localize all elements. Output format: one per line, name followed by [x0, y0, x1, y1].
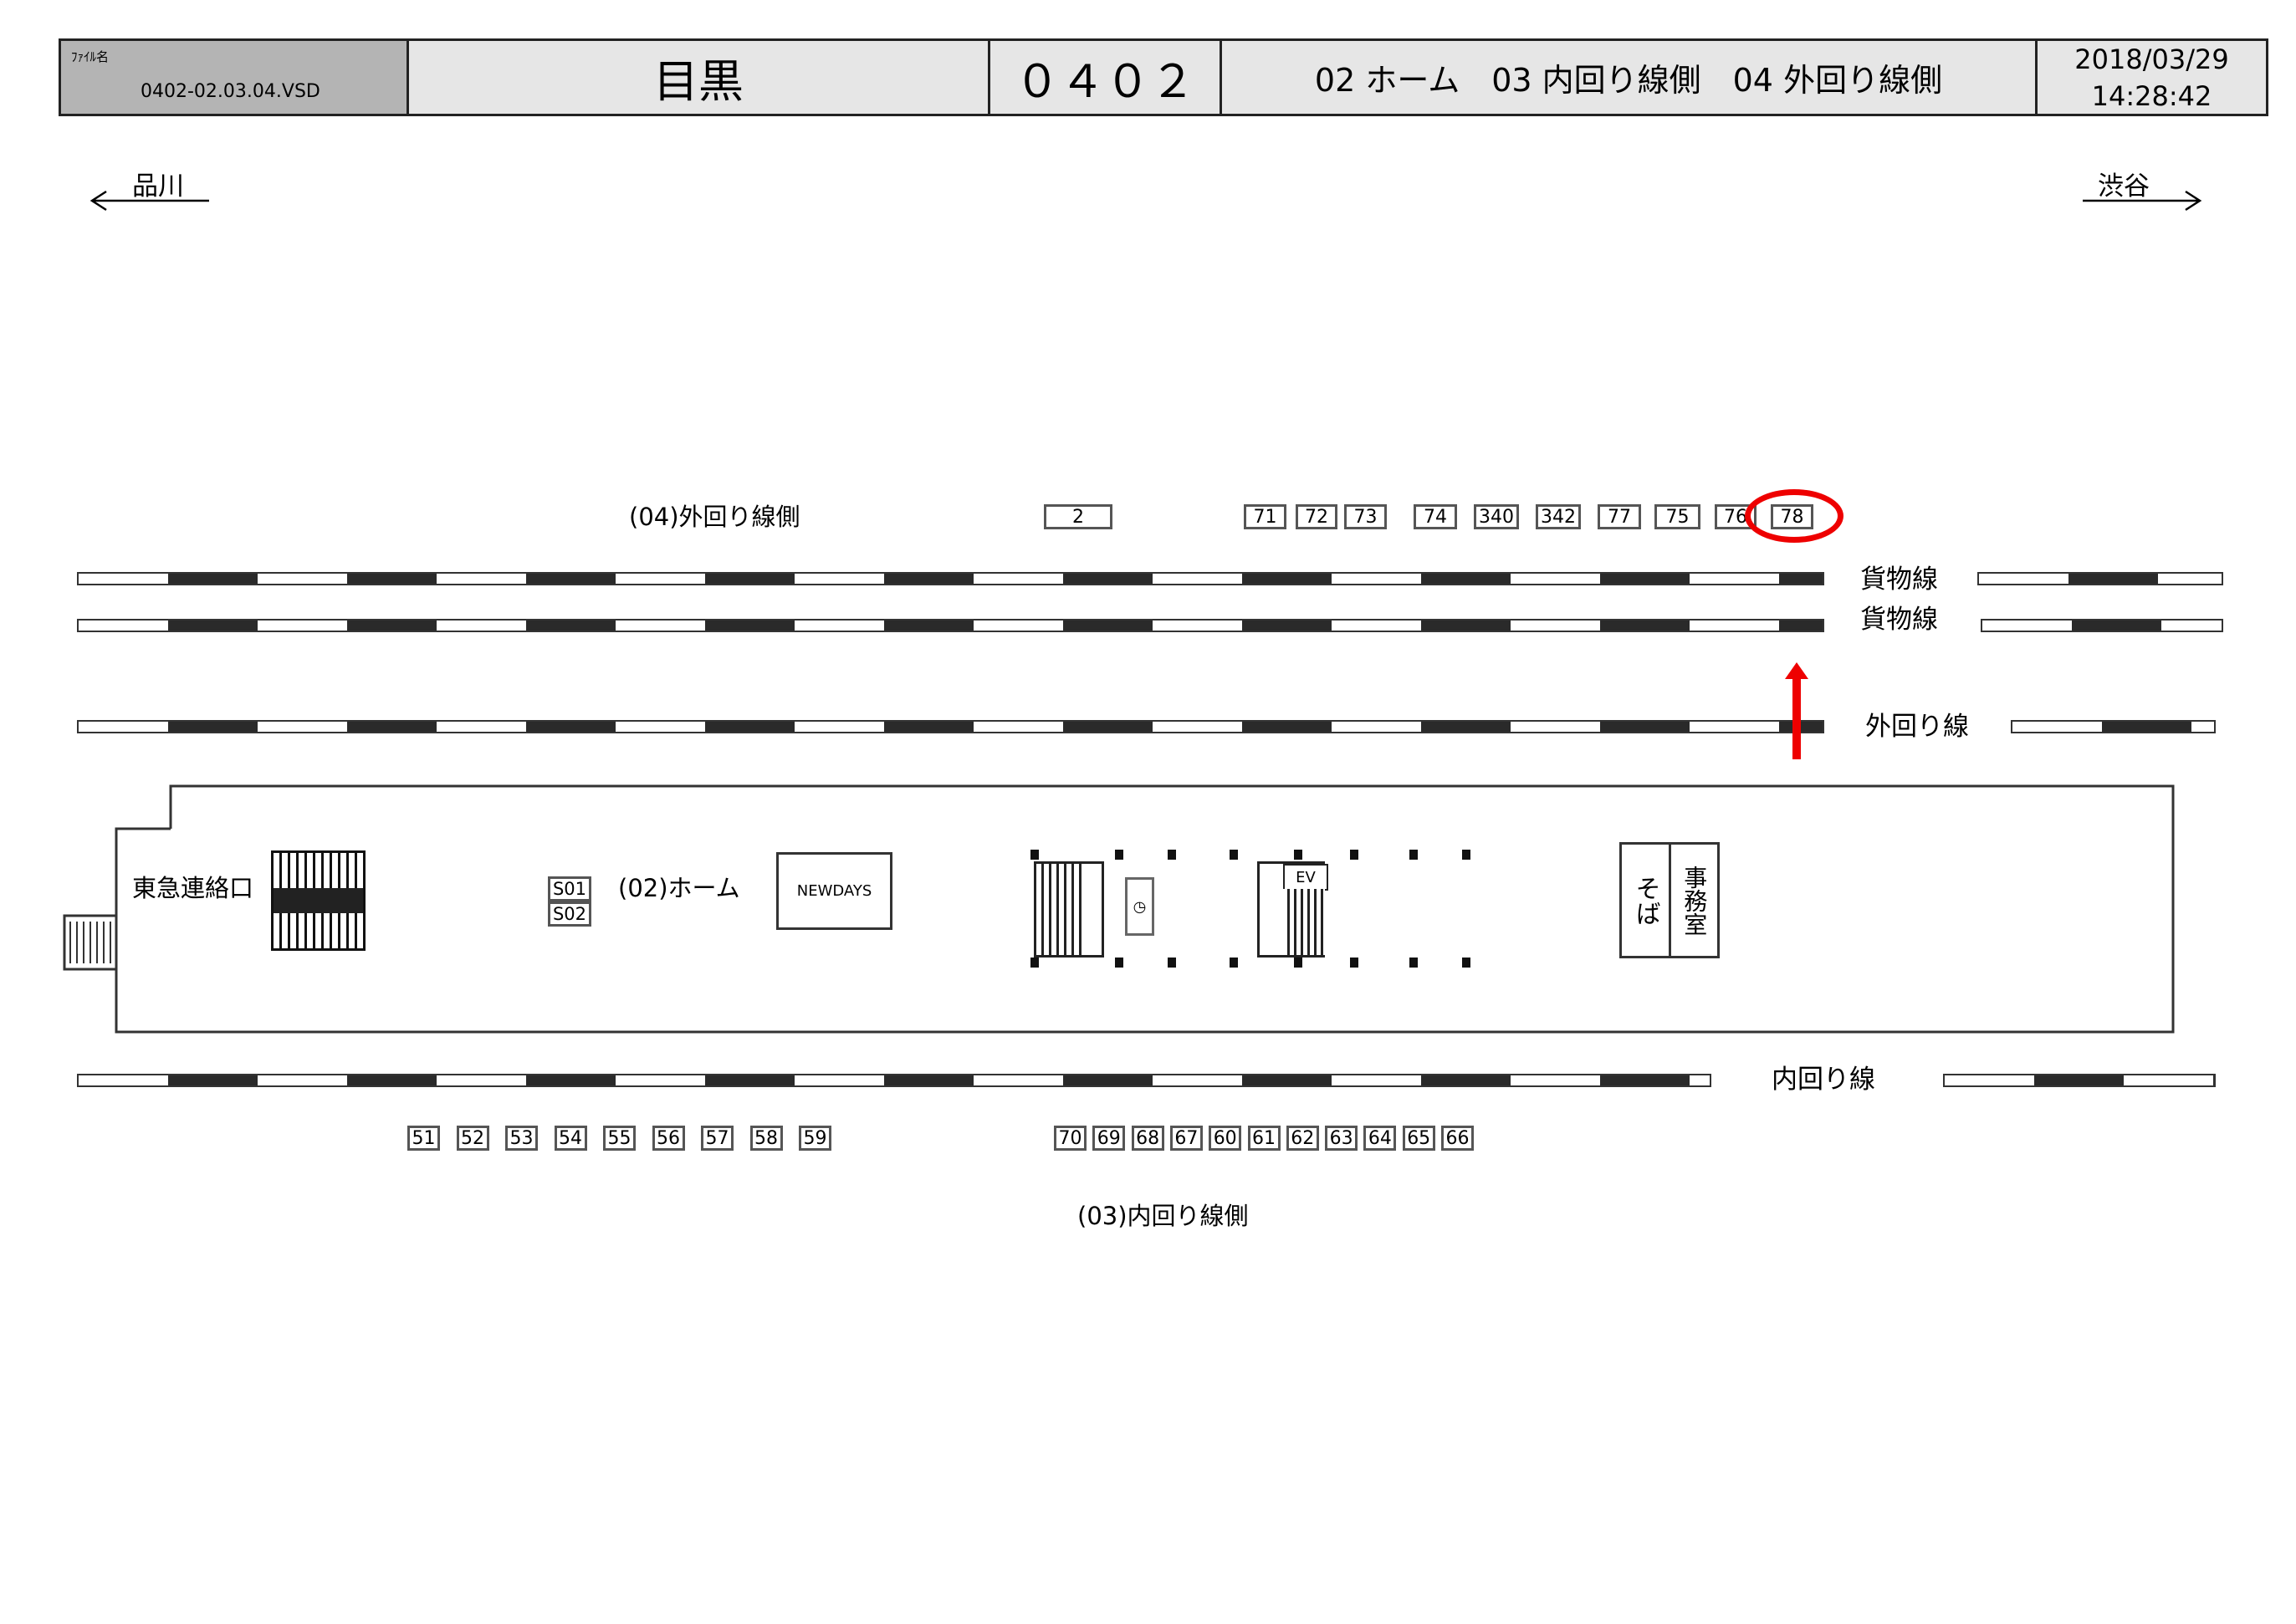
- arrow-right-icon: [2083, 190, 2202, 212]
- pillar-icon: [1294, 958, 1302, 968]
- lines-title: 02 ホーム 03 内回り線側 04 外回り線側: [1314, 62, 1943, 99]
- position-box: 66: [1441, 1126, 1474, 1151]
- s02-label: S02: [548, 901, 591, 927]
- arrow-left-icon: [89, 190, 209, 212]
- elevator-stairs-icon: [1283, 889, 1325, 955]
- pillar-icon: [1462, 850, 1470, 860]
- station-code: ０４０２: [1015, 55, 1195, 108]
- position-box: 64: [1363, 1126, 1397, 1151]
- position-box: 57: [701, 1126, 734, 1151]
- inner-track-right: [1943, 1074, 2216, 1087]
- pillar-icon: [1115, 850, 1123, 860]
- pillar-icon: [1168, 850, 1176, 860]
- position-box: 74: [1414, 504, 1457, 529]
- pillar-icon: [1350, 958, 1358, 968]
- date: 2018/03/29: [2074, 43, 2229, 75]
- datetime-cell: 2018/03/29 14:28:42: [2038, 38, 2268, 116]
- position-box: 53: [505, 1126, 538, 1151]
- pillar-icon: [1462, 958, 1470, 968]
- outer-track: [77, 720, 1824, 733]
- pillar-icon: [1294, 850, 1302, 860]
- freight-track-2: [77, 619, 1824, 632]
- freight-track-1-right: [1977, 572, 2223, 585]
- ev-label: EV: [1283, 864, 1328, 891]
- time: 14:28:42: [2091, 79, 2212, 112]
- station-cell: 目黒: [409, 38, 990, 116]
- position-box: 52: [456, 1126, 489, 1151]
- pillar-icon: [1350, 850, 1358, 860]
- newdays-label: NEWDAYS: [796, 882, 872, 900]
- position-box: 77: [1598, 504, 1641, 529]
- lines-cell: 02 ホーム 03 内回り線側 04 外回り線側: [1222, 38, 2038, 116]
- pillar-icon: [1115, 958, 1123, 968]
- code-cell: ０４０２: [990, 38, 1222, 116]
- pillar-icon: [1409, 958, 1418, 968]
- signal-box: S01 S02: [548, 868, 591, 937]
- freight-track-2-right: [1981, 619, 2223, 632]
- pillar-icon: [1230, 958, 1238, 968]
- file-name-cell: ﾌｧｲﾙ名 0402-02.03.04.VSD: [59, 38, 409, 116]
- highlight-circle: [1745, 489, 1843, 543]
- pillar-icon: [1030, 958, 1039, 968]
- freight-label-1: 貨物線: [1860, 564, 1938, 595]
- freight-track-1: [77, 572, 1824, 585]
- position-box: 68: [1131, 1126, 1164, 1151]
- position-box: 65: [1402, 1126, 1435, 1151]
- outer-track-right: [2011, 720, 2216, 733]
- position-box: 51: [407, 1126, 440, 1151]
- soba-office-block: そば 事務室: [1619, 842, 1720, 958]
- file-name: 0402-02.03.04.VSD: [141, 81, 320, 102]
- pillar-icon: [1030, 850, 1039, 860]
- direction-left-label: 品川: [132, 171, 184, 202]
- red-arrow-icon: [1785, 662, 1808, 759]
- position-box: 70: [1054, 1126, 1087, 1151]
- outer-side-label: (04)外回り線側: [629, 503, 800, 531]
- position-box: 62: [1286, 1126, 1319, 1151]
- newdays-shop: NEWDAYS: [776, 852, 892, 930]
- position-box: 60: [1209, 1126, 1242, 1151]
- tokyu-connection-label: 東急連絡口: [132, 874, 254, 902]
- pillar-icon: [1409, 850, 1418, 860]
- inner-track: [77, 1074, 1711, 1087]
- clock-icon: ◷: [1125, 877, 1154, 936]
- position-box: 67: [1169, 1126, 1203, 1151]
- inner-side-label: (03)内回り線側: [1077, 1202, 1249, 1230]
- position-box: 2: [1044, 504, 1112, 529]
- pillar-icon: [1168, 958, 1176, 968]
- position-box: 340: [1474, 504, 1519, 529]
- outer-line-label: 外回り線: [1865, 712, 1969, 742]
- direction-right-label: 渋谷: [2098, 171, 2150, 202]
- position-box: 58: [749, 1126, 783, 1151]
- position-box: 63: [1325, 1126, 1358, 1151]
- office-label: 事務室: [1680, 865, 1709, 936]
- home-label: (02)ホーム: [618, 874, 740, 902]
- position-box: 73: [1344, 504, 1387, 529]
- stairs-icon: [271, 850, 366, 951]
- position-box: 342: [1536, 504, 1581, 529]
- file-label: ﾌｧｲﾙ名: [71, 49, 110, 64]
- position-box: 54: [554, 1126, 587, 1151]
- position-box: 71: [1244, 504, 1286, 529]
- position-box: 56: [652, 1126, 685, 1151]
- freight-label-2: 貨物線: [1860, 605, 1938, 635]
- pillar-icon: [1230, 850, 1238, 860]
- station-name: 目黒: [653, 55, 744, 108]
- s01-label: S01: [548, 876, 591, 901]
- elevator: EV: [1257, 861, 1328, 958]
- escalator-icon: [1034, 861, 1104, 958]
- position-box: 75: [1654, 504, 1700, 529]
- position-box: 59: [799, 1126, 831, 1151]
- position-box: 69: [1092, 1126, 1126, 1151]
- position-box: 72: [1296, 504, 1337, 529]
- position-box: 61: [1247, 1126, 1281, 1151]
- inner-line-label: 内回り線: [1772, 1065, 1875, 1095]
- position-box: 55: [603, 1126, 636, 1151]
- soba-label: そば: [1622, 845, 1671, 956]
